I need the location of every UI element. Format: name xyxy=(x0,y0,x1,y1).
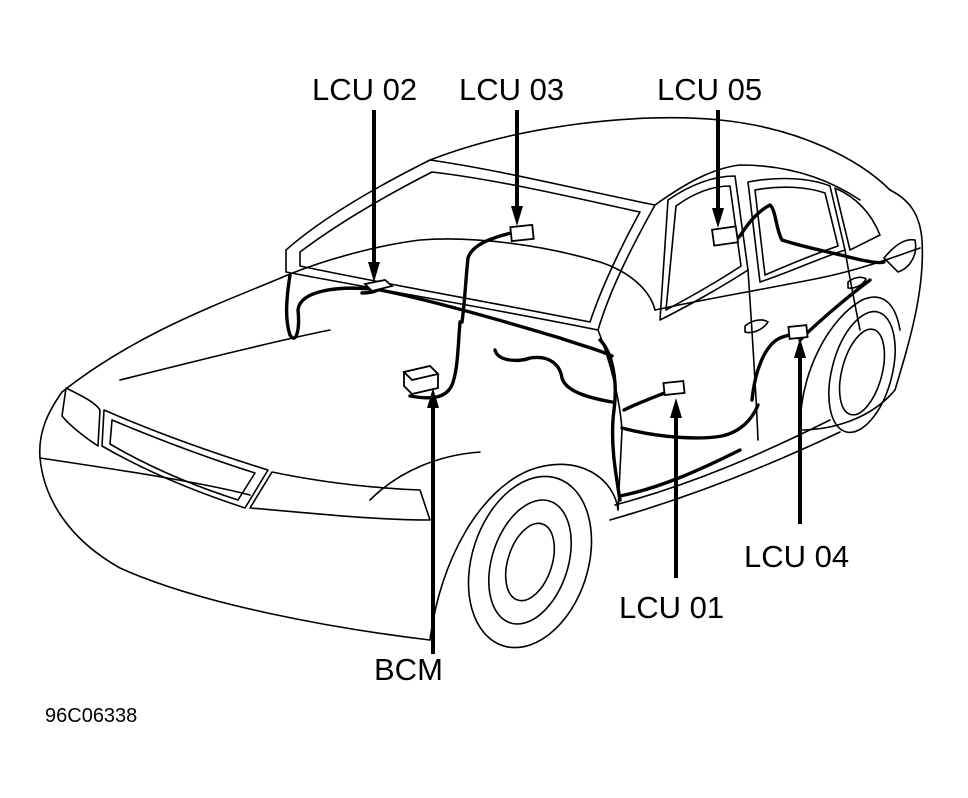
lcu04-arrow xyxy=(794,338,806,524)
lcu02-arrow xyxy=(368,110,380,282)
bcm-label: BCM xyxy=(374,652,443,687)
lcu01-module xyxy=(662,379,686,397)
lcu04-module xyxy=(787,324,809,340)
figure-id: 96C06338 xyxy=(45,705,137,727)
lcu01-label: LCU 01 xyxy=(619,590,724,625)
lcu05-label: LCU 05 xyxy=(657,72,762,107)
callout-arrows xyxy=(368,110,806,654)
lcu05-arrow xyxy=(712,110,724,228)
lcu02-label: LCU 02 xyxy=(312,72,417,107)
modules xyxy=(363,223,809,397)
bcm-module xyxy=(402,365,440,395)
lcu03-arrow xyxy=(511,110,523,226)
lcu05-module xyxy=(710,225,740,247)
lcu03-module xyxy=(509,223,535,243)
lcu04-label: LCU 04 xyxy=(744,539,849,574)
lcu02-module xyxy=(363,279,394,292)
lcu03-label: LCU 03 xyxy=(459,72,564,107)
car-body xyxy=(38,116,924,649)
bcm-arrow xyxy=(427,388,439,654)
wiring-harness xyxy=(284,203,886,502)
lcu01-arrow xyxy=(670,398,682,578)
